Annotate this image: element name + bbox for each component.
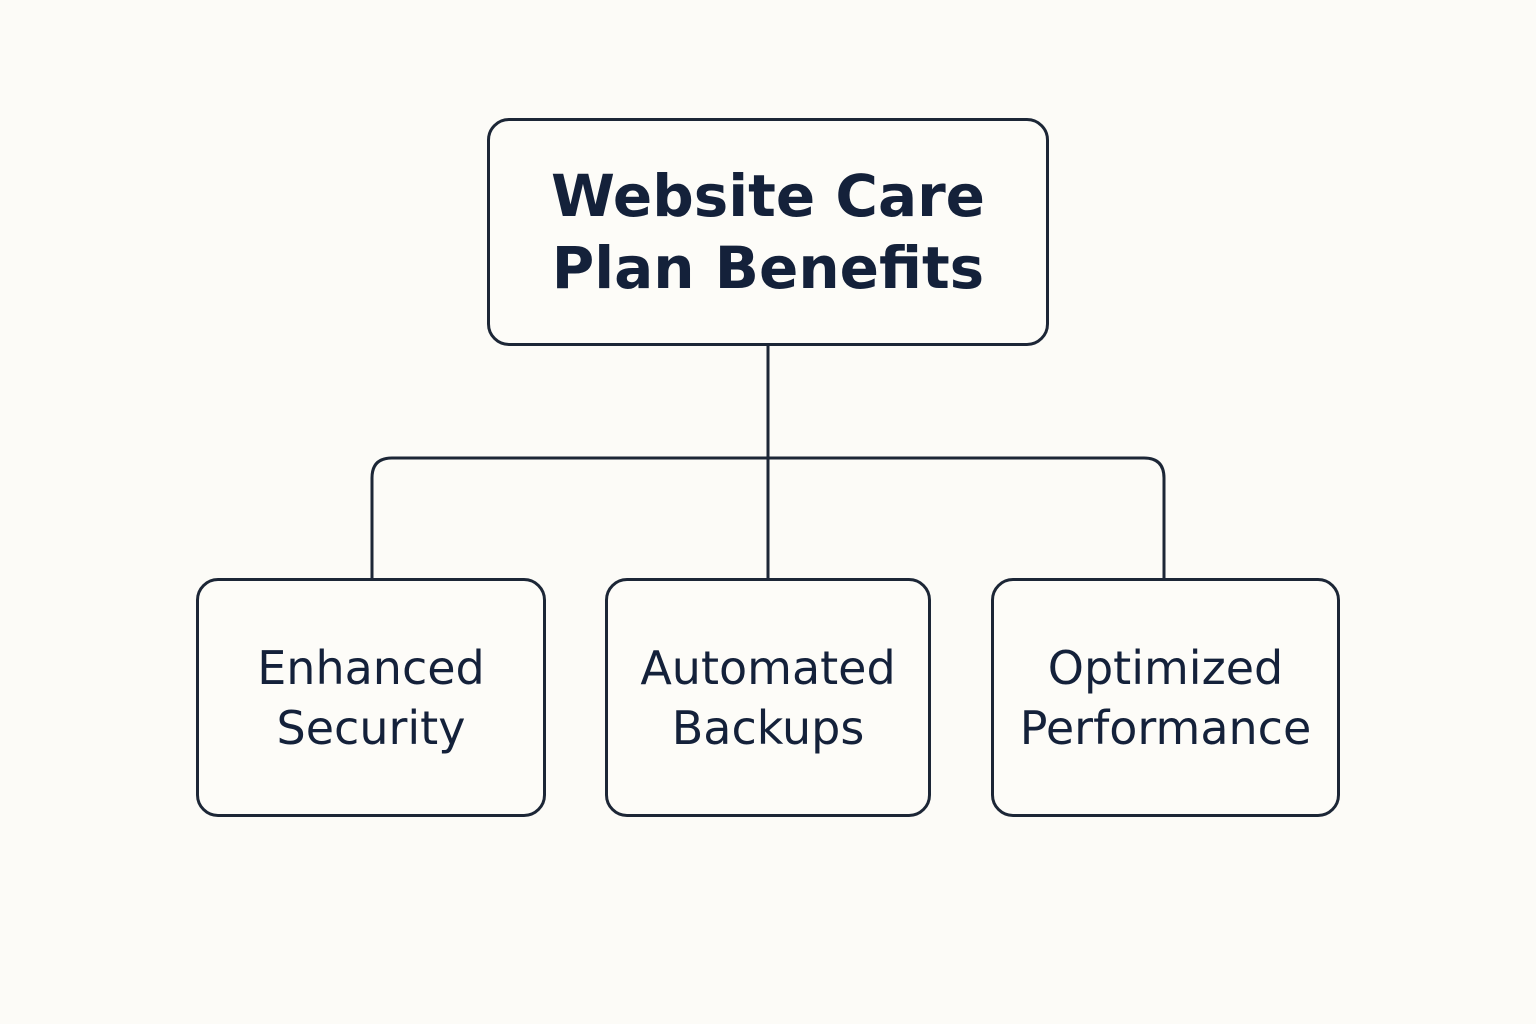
child-label-line: Performance — [1019, 700, 1312, 755]
child-node-automated-backups: Automated Backups — [605, 578, 931, 817]
root-node: Website Care Plan Benefits — [487, 118, 1049, 346]
connector-left — [370, 456, 768, 578]
child-node-enhanced-security: Enhanced Security — [196, 578, 546, 817]
connector-right — [768, 456, 1166, 578]
child-node-optimized-performance: Optimized Performance — [991, 578, 1340, 817]
root-title-line: Website Care — [550, 162, 986, 230]
child-label-line: Automated — [640, 640, 896, 695]
root-title-line: Plan Benefits — [551, 234, 985, 302]
child-label-line: Optimized — [1047, 640, 1284, 695]
child-label-line: Enhanced — [257, 640, 485, 695]
child-label-line: Backups — [671, 700, 865, 755]
child-label-line: Security — [276, 700, 466, 755]
